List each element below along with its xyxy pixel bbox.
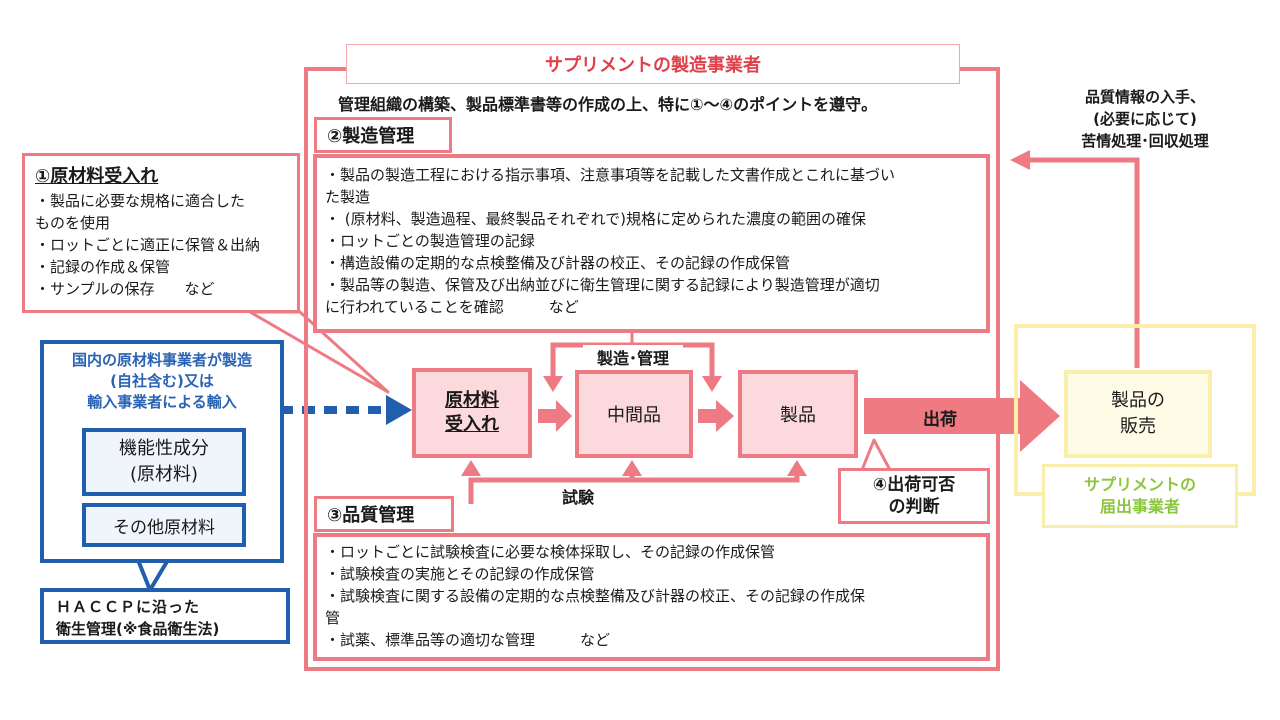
- raw-materials-item: ・ロットごとに適正に保管＆出納: [35, 236, 261, 254]
- manufacturing-control-item: た製造: [325, 188, 371, 206]
- quality-control-item: ・試験検査に関する設備の定期的な点検整備及び計器の校正、その記録の作成保: [325, 587, 866, 605]
- product-box: 製品: [738, 370, 858, 458]
- arrow-raw-to-intermediate: [538, 400, 572, 432]
- notification-company-line1: サプリメントの: [1083, 475, 1196, 494]
- manufacturing-control-item: ・ロットごとの製造管理の記録: [325, 232, 535, 250]
- feedback-text: 品質情報の入手、 (必要に応じて) 苦情処理･回収処理: [1030, 86, 1260, 152]
- manufacturer-title-box: サプリメントの製造事業者: [346, 44, 960, 84]
- manufacturing-control-item: ・ (原材料、製造過程、最終製品それぞれで)規格に定められた濃度の範囲の確保: [325, 210, 867, 228]
- sales-box: 製品の 販売: [1064, 370, 1212, 458]
- domestic-line3: 輸入事業者による輸入: [87, 393, 237, 411]
- shipping-decision-line1: ④出荷可否: [872, 475, 956, 495]
- functional-ingredient-line2: (原材料): [129, 464, 199, 485]
- test-arrow-head-mid: [622, 460, 642, 476]
- notification-company-line2: 届出事業者: [1099, 497, 1180, 516]
- domestic-line1: 国内の原材料事業者が製造: [71, 351, 252, 369]
- raw-materials-title: ①原材料受入れ: [35, 166, 159, 187]
- functional-ingredient-box: 機能性成分 (原材料): [82, 428, 246, 496]
- manufacturing-control-item: ・構造設備の定期的な点検整備及び計器の校正、その記録の作成保管: [325, 254, 791, 272]
- shipping-decision-line2: の判断: [888, 497, 940, 517]
- shipping-label: 出荷: [923, 410, 957, 430]
- raw-receiving-box: 原材料 受入れ: [412, 368, 532, 458]
- quality-control-item: 管: [325, 609, 341, 627]
- quality-control-item: ・試験検査の実施とその記録の作成保管: [325, 565, 595, 583]
- notification-company-label-box: サプリメントの 届出事業者: [1042, 464, 1238, 528]
- manufacturing-control-box: ・製品の製造工程における指示事項、注意事項等を記載した文書作成とこれに基づい た…: [313, 154, 990, 333]
- test-label: 試験: [561, 488, 594, 507]
- sales-line2: 販売: [1120, 416, 1156, 437]
- quality-control-tab: ③品質管理: [314, 496, 454, 532]
- other-ingredient-label: その他原材料: [113, 517, 215, 538]
- feedback-arrow-line: [1028, 157, 1140, 368]
- test-arrow-head-right: [787, 460, 807, 476]
- other-ingredient-box: その他原材料: [82, 503, 246, 547]
- haccp-line1: ＨＡＣＣＰに沿った: [56, 598, 201, 616]
- raw-materials-item: ものを使用: [35, 214, 111, 232]
- loop-arrow-head-right: [702, 376, 722, 392]
- functional-ingredient-line1: 機能性成分: [119, 438, 209, 459]
- shipping-decision-box: ④出荷可否 の判断: [838, 468, 990, 524]
- arrow-intermediate-to-product: [698, 400, 734, 432]
- raw-materials-item: ・サンプルの保存 など: [35, 280, 215, 298]
- manufacturing-control-item: に行われていることを確認 など: [325, 298, 579, 316]
- raw-receiving-line1: 原材料: [445, 390, 499, 411]
- quality-control-item: ・ロットごとに試験検査に必要な検体採取し、その記録の作成保管: [325, 543, 776, 561]
- raw-materials-box: ①原材料受入れ ・製品に必要な規格に適合した ものを使用 ・ロットごとに適正に保…: [22, 153, 300, 313]
- import-arrow-head: [386, 395, 412, 425]
- production-loop-label: 製造･管理: [583, 345, 683, 369]
- feedback-arrow-head: [1010, 150, 1030, 170]
- raw-receiving-line2: 受入れ: [445, 414, 499, 435]
- manufacturing-control-item: ・製品の製造工程における指示事項、注意事項等を記載した文書作成とこれに基づい: [325, 166, 896, 184]
- raw-materials-item: ・記録の作成＆保管: [35, 258, 171, 276]
- callout-pointer-haccp: [136, 558, 170, 592]
- intermediate-box: 中間品: [575, 370, 693, 458]
- haccp-line2: 衛生管理(※食品衛生法): [56, 620, 220, 638]
- quality-control-title: ③品質管理: [327, 505, 415, 526]
- manufacturing-control-tab: ②製造管理: [314, 117, 452, 153]
- shipping-arrow: [864, 380, 1060, 452]
- test-arrow-head-left: [461, 460, 481, 476]
- raw-materials-item: ・製品に必要な規格に適合した: [35, 192, 246, 210]
- intermediate-label: 中間品: [607, 405, 661, 426]
- manufacturing-control-title: ②製造管理: [327, 126, 415, 147]
- domestic-line2: (自社含む)又は: [110, 372, 214, 390]
- feedback-line1: 品質情報の入手、: [1084, 88, 1205, 106]
- quality-control-item: ・試薬、標準品等の適切な管理 など: [325, 631, 611, 649]
- quality-control-box: ・ロットごとに試験検査に必要な検体採取し、その記録の作成保管 ・試験検査の実施と…: [313, 533, 990, 661]
- manufacturer-subtitle: 管理組織の構築、製品標準書等の作成の上、特に①～④のポイントを遵守。: [338, 95, 878, 114]
- manufacturing-control-item: ・製品等の製造、保管及び出納並びに衛生管理に関する記録により製造管理が適切: [325, 276, 880, 294]
- haccp-box: ＨＡＣＣＰに沿った 衛生管理(※食品衛生法): [40, 588, 290, 644]
- loop-arrow-head-left: [543, 376, 563, 392]
- feedback-line2: (必要に応じて): [1093, 110, 1197, 128]
- sales-line1: 製品の: [1111, 390, 1165, 411]
- feedback-line3: 苦情処理･回収処理: [1081, 132, 1209, 150]
- manufacturer-title: サプリメントの製造事業者: [545, 55, 761, 76]
- product-label: 製品: [780, 405, 816, 426]
